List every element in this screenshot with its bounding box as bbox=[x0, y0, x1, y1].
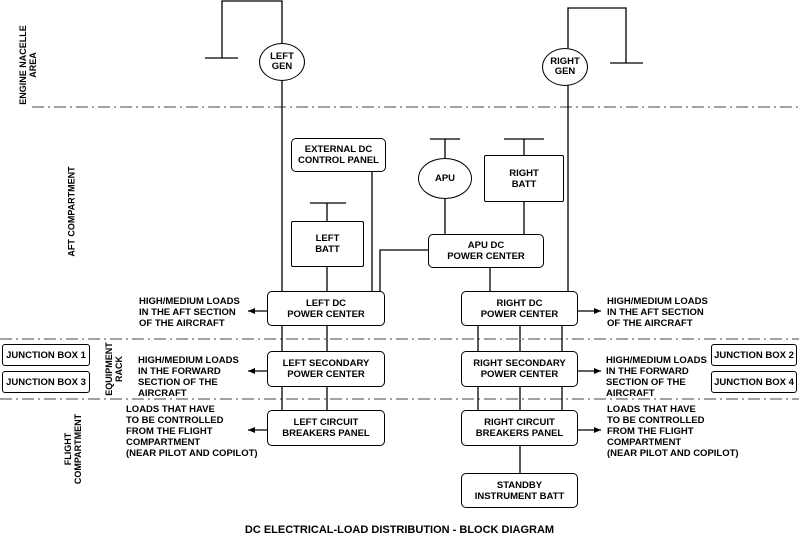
right-dc-power-center: RIGHT DC POWER CENTER bbox=[461, 291, 578, 326]
zone-label-engine-nacelle: ENGINE NACELLE AREA bbox=[18, 25, 38, 105]
note-right-aft-loads: HIGH/MEDIUM LOADS IN THE AFT SECTION OF … bbox=[607, 296, 708, 329]
right-secondary-power-center: RIGHT SECONDARY POWER CENTER bbox=[461, 351, 578, 387]
right-circuit-breakers-panel: RIGHT CIRCUIT BREAKERS PANEL bbox=[461, 410, 578, 446]
junction-box-3: JUNCTION BOX 3 bbox=[2, 371, 90, 393]
zone-label-equipment-rack: EQUIPMENT RACK bbox=[104, 342, 124, 396]
standby-instrument-battery: STANDBY INSTRUMENT BATT bbox=[461, 473, 578, 508]
zone-label-flight-compartment: FLIGHT COMPARTMENT bbox=[63, 413, 83, 485]
junction-box-4: JUNCTION BOX 4 bbox=[711, 371, 797, 393]
junction-box-1: JUNCTION BOX 1 bbox=[2, 344, 90, 366]
note-left-flight-loads: LOADS THAT HAVE TO BE CONTROLLED FROM TH… bbox=[126, 404, 258, 459]
zone-label-aft-compartment: AFT COMPARTMENT bbox=[66, 166, 77, 257]
apu: APU bbox=[418, 158, 472, 199]
note-right-forward-loads: HIGH/MEDIUM LOADS IN THE FORWARD SECTION… bbox=[606, 355, 707, 399]
zone-dividers bbox=[0, 106, 799, 400]
apu-dc-to-left-dc bbox=[379, 249, 428, 291]
external-dc-control-panel: EXTERNAL DC CONTROL PANEL bbox=[291, 138, 386, 172]
right-gen-feed bbox=[567, 7, 627, 63]
apu-dc-power-center: APU DC POWER CENTER bbox=[428, 234, 544, 268]
right-battery: RIGHT BATT bbox=[484, 155, 564, 202]
left-gen-feed bbox=[221, 0, 283, 58]
note-left-aft-loads: HIGH/MEDIUM LOADS IN THE AFT SECTION OF … bbox=[139, 296, 240, 329]
left-secondary-power-center: LEFT SECONDARY POWER CENTER bbox=[267, 351, 385, 387]
diagram-title: DC ELECTRICAL-LOAD DISTRIBUTION - BLOCK … bbox=[244, 524, 555, 536]
note-left-forward-loads: HIGH/MEDIUM LOADS IN THE FORWARD SECTION… bbox=[138, 355, 239, 399]
left-dc-power-center: LEFT DC POWER CENTER bbox=[267, 291, 385, 326]
right-generator: RIGHT GEN bbox=[542, 48, 588, 86]
note-right-flight-loads: LOADS THAT HAVE TO BE CONTROLLED FROM TH… bbox=[607, 404, 739, 459]
left-battery: LEFT BATT bbox=[291, 221, 364, 267]
left-circuit-breakers-panel: LEFT CIRCUIT BREAKERS PANEL bbox=[267, 410, 385, 446]
junction-box-2: JUNCTION BOX 2 bbox=[711, 344, 797, 366]
left-generator: LEFT GEN bbox=[259, 43, 305, 81]
